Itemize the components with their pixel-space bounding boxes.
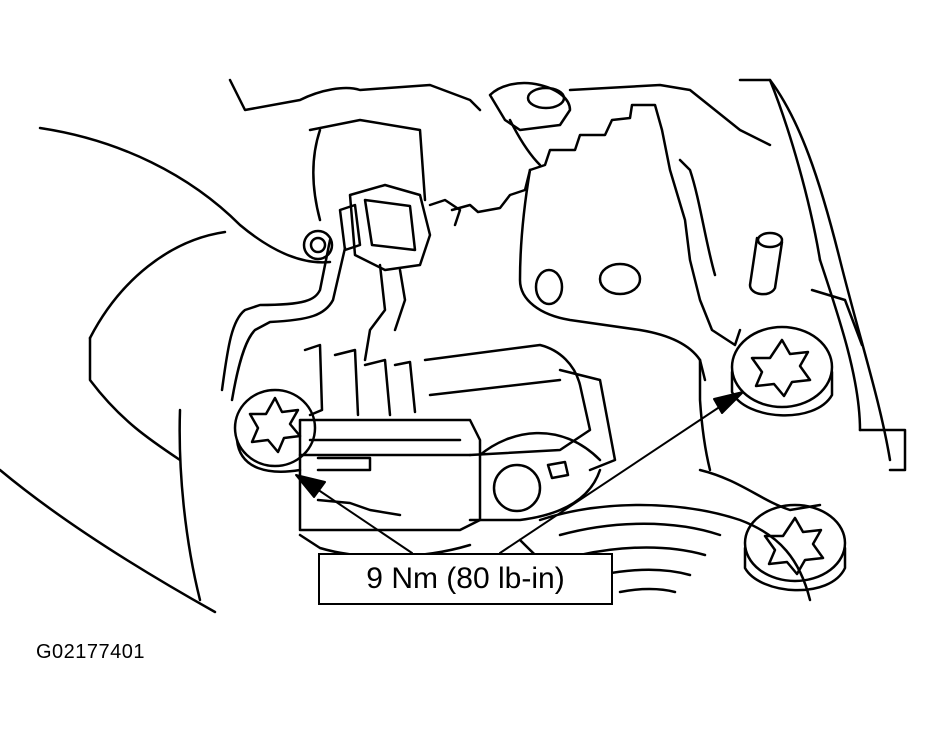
mounting-bracket: [450, 103, 742, 472]
torx-bolt-upper-right: [730, 325, 834, 417]
arrowhead-right: [713, 391, 744, 414]
torx-bolt-lower-right: [743, 503, 847, 592]
arrowhead-left: [295, 474, 326, 498]
sensor-assembly: [298, 343, 617, 532]
torque-callout: 9 Nm (80 lb-in): [318, 553, 613, 605]
leader-line-left: [307, 482, 413, 554]
torque-spec-label: 9 Nm (80 lb-in): [366, 562, 565, 595]
background-housing: [0, 78, 907, 614]
figure-id-label: G02177401: [36, 641, 146, 663]
dowel-pin: [748, 231, 784, 296]
leader-line-right: [499, 399, 731, 554]
leader-arrows: [295, 391, 744, 554]
torx-bolt-left: [233, 388, 317, 473]
electrical-connector: [220, 183, 462, 402]
